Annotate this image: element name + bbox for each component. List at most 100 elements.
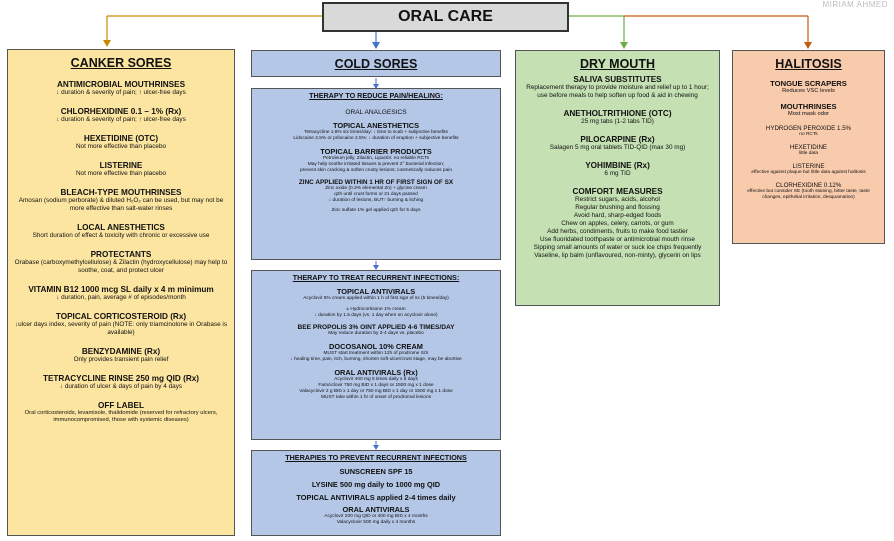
halitosis-title: HALITOSIS (775, 57, 842, 71)
sunscreen-label: SUNSCREEN SPF 15 (339, 467, 413, 476)
canker-item-desc: Short duration of effect & toxicity with… (32, 232, 210, 239)
canker-item-name: TETRACYCLINE RINSE 250 mg QID (Rx) (42, 374, 200, 383)
canker-item-name: LOCAL ANESTHETICS (77, 223, 165, 232)
docosanol-line: MUST start treatment within 12h of prodr… (323, 351, 429, 356)
oral-antivirals-line: Acyclovir 400 mg 5 times daily x 5 days (334, 377, 418, 382)
comfort-item: Add herbs, condiments, fruits to make fo… (547, 228, 688, 235)
propolis-label: BEE PROPOLIS 3% OINT APPLIED 4-6 TIMES/D… (297, 324, 455, 331)
barrier-products-label: TOPICAL BARRIER PRODUCTS (320, 147, 432, 156)
dry-mouth-panel: DRY MOUTH SALIVA SUBSTITUTES Replacement… (515, 50, 720, 306)
canker-item-desc: ↓ duration of ulcer & days of pain by 4 … (59, 383, 183, 390)
canker-item-name: VITAMIN B12 1000 mcg SL daily x 4 m mini… (28, 285, 214, 294)
halitosis-item-desc: Reduces VSC levels (782, 88, 835, 94)
dry-item-name: SALIVA SUBSTITUTES (573, 75, 662, 84)
prevent-oral-line: Acyclovir 200 mg QID or 400 mg BID x 4 m… (324, 514, 428, 519)
canker-item-name: BENZYDAMINE (Rx) (81, 347, 161, 356)
comfort-item: Sipping small amounts of water or suck i… (533, 244, 702, 251)
canker-item-desc: Not more effective than placebo (75, 143, 167, 150)
oral-analgesics-label: ORAL ANALGESICS (345, 109, 407, 116)
comfort-measures-label: COMFORT MEASURES (572, 187, 663, 196)
docosanol-line: ↓ healing time, pain, itch, burning, sho… (290, 357, 462, 362)
canker-item-name: CHLORHEXIDINE 0.1 – 1% (Rx) (60, 107, 182, 116)
dry-item-desc: Salagen 5 mg oral tablets TID-QID (max 3… (549, 144, 686, 151)
canker-item-desc: Only provides transient pain relief (73, 356, 169, 363)
canker-item-name: LISTERINE (99, 161, 143, 170)
oral-antivirals-line: Valacyclovir 2 g BID x 1 day or 750 mg B… (299, 389, 453, 394)
dry-item-desc: 25 mg tabs (1-2 tabs TID) (581, 118, 654, 125)
cold-prevent-heading: THERAPIES TO PREVENT RECURRENT INFECTION… (285, 453, 467, 462)
halitosis-item-name: TONGUE SCRAPERS (770, 79, 847, 88)
zinc-label: ZINC APPLIED WITHIN 1 HR OF FIRST SIGN O… (298, 179, 454, 186)
canker-item-desc: ↓ duration & severity of pain; ↑ ulcer-f… (56, 116, 186, 123)
dry-mouth-title: DRY MOUTH (580, 57, 655, 71)
dry-item-desc: 6 mg TID (604, 170, 631, 177)
canker-item-desc: ↓ duration & severity of pain; ↑ ulcer-f… (56, 89, 186, 96)
canker-item-name: OFF LABEL (98, 401, 144, 410)
antivirals-line: Acyclovir 5% cream applied within 1 h of… (303, 296, 449, 301)
dry-item-name: YOHIMBINE (Rx) (585, 161, 650, 170)
oral-antivirals-label: ORAL ANTIVIRALS (Rx) (334, 368, 418, 377)
author-credit: MIRIAM AHMED (822, 0, 888, 9)
anesthetics-line: Lidocaine 2.5% or prilocaine 2.5%: ↓ dur… (293, 136, 459, 141)
halitosis-item-desc: Most mask odor (787, 111, 830, 117)
prevent-oral-line: Valacyclovir 500 mg daily x 4 months (336, 520, 416, 525)
canker-item-desc: ↓ulcer days index, severity of pain (NOT… (14, 321, 228, 336)
canker-item-desc: Not more effective than placebo (75, 170, 167, 177)
halitosis-item-name: CLORHEXIDINE 0.12% (775, 182, 842, 189)
comfort-item: Regular brushing and flossing (575, 204, 660, 211)
canker-item-name: PROTECTANTS (90, 250, 152, 259)
prevent-topical-antivirals-label: TOPICAL ANTIVIRALS applied 2-4 times dai… (296, 493, 456, 502)
anesthetics-line: Tetracycline 1.8% six times/day: ↓ time … (304, 130, 448, 135)
halitosis-item-desc: effective against plaque but little data… (751, 170, 866, 175)
halitosis-item-desc: no RCTs (799, 132, 818, 137)
canker-item-desc: ↓ duration, pain, average # of episodes/… (56, 294, 186, 301)
barrier-line: Petroleum jelly, Zilactin, Lipactin: no … (322, 156, 430, 161)
halitosis-item-desc: little data (798, 151, 819, 156)
cold-prevent-panel: THERAPIES TO PREVENT RECURRENT INFECTION… (251, 450, 501, 536)
propolis-line: May reduce duration by 3-4 days vs. plac… (328, 331, 424, 336)
comfort-item: Restrict sugars, acids, alcohol (575, 196, 660, 203)
topical-antivirals-label: TOPICAL ANTIVIRALS (336, 287, 416, 296)
page-title: ORAL CARE (322, 2, 569, 32)
canker-item-desc: Amosan (sodium perborate) & diluted H₂O₂… (18, 197, 224, 212)
canker-item-name: ANTIMICROBIAL MOUTHRINSES (56, 80, 186, 89)
halitosis-panel: HALITOSIS TONGUE SCRAPERS Reduces VSC le… (732, 50, 885, 244)
hydrocortisone-line: ↓ duration by 1.5 days (vs. 1 day when o… (314, 313, 438, 318)
dry-item-desc: Replacement therapy to provide moisture … (526, 84, 709, 99)
cold-sores-title: COLD SORES (251, 50, 501, 77)
halitosis-item-name: HYDROGEN PEROXIDE 1.5% (765, 125, 852, 132)
cold-treat-panel: THERAPY TO TREAT RECURRENT INFECTIONS: T… (251, 270, 501, 440)
comfort-item: Use fluoridated toothpaste or antimicrob… (540, 236, 695, 243)
comfort-item: Vaseline, lip balm (unflavoured, non-min… (534, 252, 701, 259)
prevent-oral-antivirals-label: ORAL ANTIVIRALS (342, 505, 410, 514)
halitosis-item-name: HEXETIDINE (789, 144, 828, 151)
canker-item-desc: Orabase (carboxymethylcellulose) & Zilac… (14, 259, 228, 274)
barrier-line: prevent skin cracking & soften crusty le… (300, 168, 452, 173)
canker-item-name: BLEACH-TYPE MOUTHRINSES (60, 188, 182, 197)
dry-item-name: PILOCARPINE (Rx) (580, 135, 655, 144)
canker-item-name: HEXETIDINE (OTC) (83, 134, 159, 143)
cold-pain-heading: THERAPY TO REDUCE PAIN/HEALING: (309, 91, 443, 100)
comfort-item: Avoid hard, sharp-edged foods (573, 212, 662, 219)
docosanol-label: DOCOSANOL 10% CREAM (329, 342, 423, 351)
comfort-item: Chew on apples, celery, carrots, or gum (561, 220, 674, 227)
halitosis-item-desc: effective but consider SE (tooth stainin… (747, 189, 870, 200)
topical-anesthetics-label: TOPICAL ANESTHETICS (332, 121, 420, 130)
dry-item-name: ANETHOLTRITHIONE (OTC) (563, 109, 672, 118)
canker-sores-title: CANKER SORES (70, 56, 172, 70)
barrier-line: May help soothe irritated tissues & prev… (307, 162, 445, 167)
cold-treat-heading: THERAPY TO TREAT RECURRENT INFECTIONS: (292, 273, 460, 282)
canker-item-name: TOPICAL CORTICOSTEROID (Rx) (55, 312, 187, 321)
halitosis-item-name: MOUTHRINSES (780, 102, 837, 111)
canker-sores-panel: CANKER SORES ANTIMICROBIAL MOUTHRINSES ↓… (7, 49, 235, 536)
lysine-label: LYSINE 500 mg daily to 1000 mg QID (311, 480, 441, 489)
zinc-line: ↓ duration of lesions, BUT↑ burning & it… (328, 198, 424, 203)
canker-item-desc: Oral corticosteroids, levamisole, thalid… (24, 410, 218, 423)
zinc-line: Zinc sulfate 1% gel applied q2h for 5 da… (331, 208, 421, 213)
halitosis-item-name: LISTERINE (792, 163, 825, 170)
hydrocortisone-label: ± Hydrocortisone 1% cream (346, 307, 406, 312)
oral-antivirals-line: MUST take within 1 hr of onset of prodro… (320, 395, 432, 400)
zinc-line: q2h until crust forms or 21 days passed (334, 192, 418, 197)
oral-antivirals-line: Famciclovir 750 mg BID x 1 days or 1500 … (318, 383, 434, 388)
